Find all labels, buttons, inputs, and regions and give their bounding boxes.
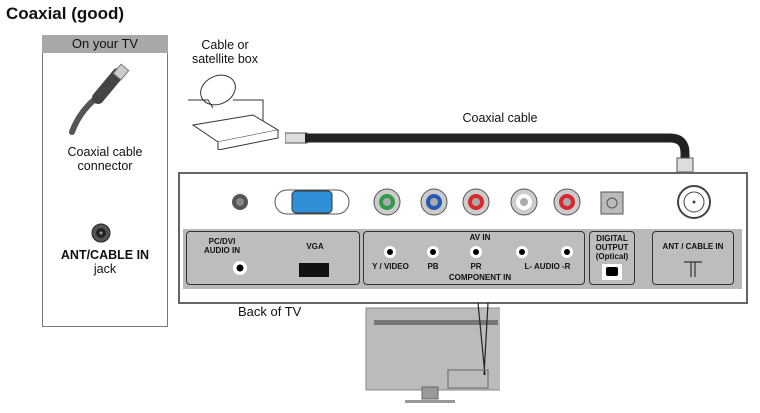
blue-port-icon: [420, 188, 448, 216]
av-in-label: AV IN: [450, 233, 510, 242]
vga-label: VGA: [306, 242, 324, 251]
pr-label: PR: [470, 262, 482, 271]
ant-cable-section: [652, 231, 734, 285]
vga-jack-icon: [299, 263, 329, 277]
pc-vga-section: [186, 231, 360, 285]
cable-label: Coaxial cable: [462, 111, 538, 125]
audio-label: L- AUDIO -R: [524, 262, 571, 271]
satellite-box-icon: [188, 74, 280, 150]
av-ports: [373, 188, 581, 216]
ant-cable-label: ANT / CABLE IN: [662, 242, 724, 251]
pc-audio-port-icon: [232, 194, 248, 210]
white-port-icon: [510, 188, 538, 216]
pr-jack-icon: [470, 246, 482, 258]
y-video-jack-icon: [384, 246, 396, 258]
pc-audio-label: PC/DVI AUDIO IN: [204, 237, 240, 255]
source-label: Cable or satellite box: [191, 38, 258, 66]
red-port-icon: [462, 188, 490, 216]
pc-audio-jack-icon: [233, 261, 247, 275]
av-jacks: [384, 246, 573, 258]
ant-jack-icon: [91, 223, 111, 243]
component-in-label: COMPONENT IN: [440, 273, 520, 282]
digital-output-label: DIGITAL OUTPUT (Optical): [595, 234, 629, 261]
y-video-label: Y / VIDEO: [372, 262, 409, 271]
green-port-icon: [373, 188, 401, 216]
jack-label: jack: [93, 262, 117, 276]
back-of-tv-label: Back of TV: [238, 304, 302, 319]
pb-label: PB: [427, 262, 439, 271]
on-your-tv-header: On your TV: [42, 35, 168, 53]
ant-jack-label: ANT/CABLE IN: [60, 248, 150, 262]
coaxial-connector-icon: [69, 63, 130, 135]
page-title: Coaxial (good): [6, 4, 125, 23]
pb-jack-icon: [427, 246, 439, 258]
optical-port-icon: [600, 191, 624, 215]
ant-cable-port-icon: [677, 185, 711, 219]
vga-port-icon: [274, 189, 350, 215]
antenna-symbol-icon: [684, 261, 702, 277]
audio-l-jack-icon: [516, 246, 528, 258]
connector-label: Coaxial cable connector: [67, 145, 143, 173]
optical-jack-icon: [602, 264, 622, 280]
red-audio-port-icon: [553, 188, 581, 216]
tv-back-illustration-icon: [365, 302, 500, 403]
audio-r-jack-icon: [561, 246, 573, 258]
